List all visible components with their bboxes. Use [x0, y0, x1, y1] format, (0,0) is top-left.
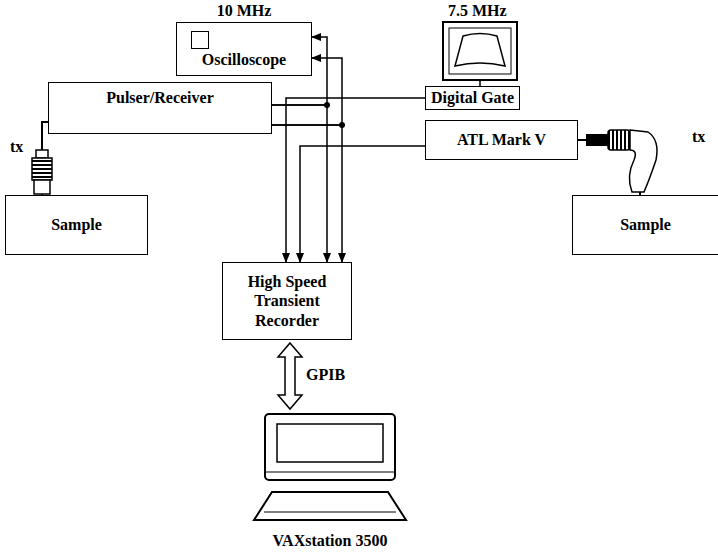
node-text: High Speed Transient Recorder [237, 272, 337, 330]
transducer [32, 150, 52, 194]
ultrasound-monitor [443, 22, 517, 86]
computer-outline [250, 412, 410, 550]
text-label: tx [690, 128, 707, 146]
junction-dot [324, 102, 330, 108]
pulser-receiver-box: Pulser/Receiver [48, 82, 272, 134]
sample-block: Sample [572, 195, 718, 255]
signal-line [286, 98, 425, 262]
digital-gate-box: Digital Gate [425, 86, 520, 110]
screen-icon [191, 31, 209, 49]
node-text: Oscilloscope [202, 51, 286, 69]
node-text: Sample [620, 216, 671, 234]
node-text: Sample [51, 216, 102, 234]
sample-block: Sample [5, 195, 148, 255]
signal-line [300, 146, 425, 262]
text-label: tx [8, 138, 25, 156]
node-text: VAXstation 3500 [273, 532, 388, 550]
oscilloscope-box: 10 MHzOscilloscope [176, 22, 312, 76]
ultrasound-scanner-box: ATL Mark V [425, 120, 578, 160]
transient-recorder-box: High Speed Transient Recorder [222, 262, 352, 340]
ultrasound-probe [586, 130, 657, 192]
junction-dot [339, 122, 345, 128]
text-label: 7.5 MHz [446, 2, 509, 20]
workstation: VAXstation 3500 [250, 412, 410, 550]
node-text: Digital Gate [431, 89, 514, 107]
node-text: Pulser/Receiver [106, 89, 214, 107]
node-text: ATL Mark V [457, 131, 546, 149]
edge-label: GPIB [304, 366, 347, 384]
node-text: 10 MHz [177, 2, 311, 20]
bus-arrow [278, 343, 302, 409]
